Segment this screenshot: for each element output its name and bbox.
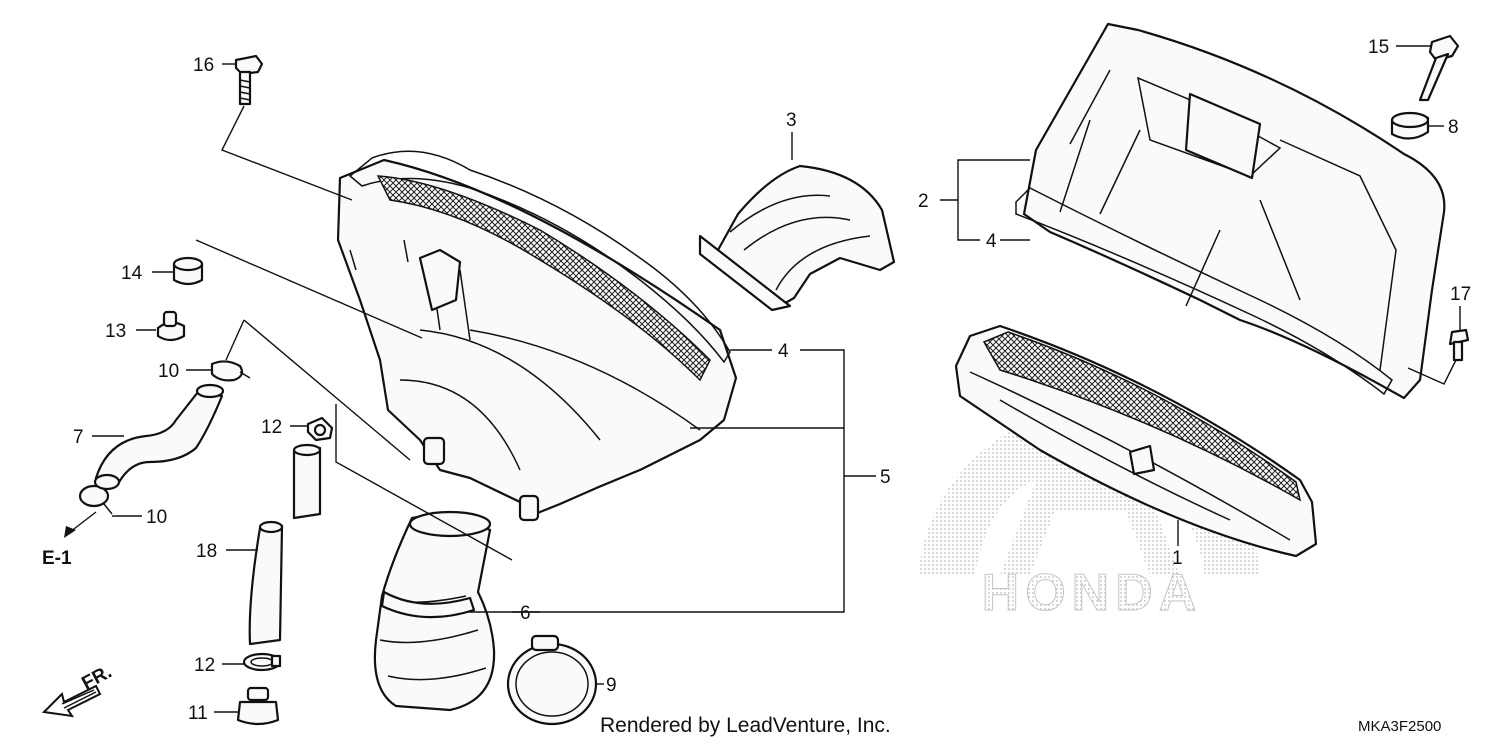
part-7-hose: [93, 383, 225, 491]
callout-5: 5: [880, 467, 891, 488]
callout-12-upper: 12: [261, 417, 282, 438]
callout-11: 11: [188, 703, 208, 724]
part-10-clip-upper: [210, 360, 251, 382]
callout-9: 9: [606, 675, 617, 696]
part-16-bolt: [234, 54, 264, 106]
part-5-lower-case: [336, 158, 738, 522]
honda-watermark-text: HONDA: [982, 564, 1203, 622]
callout-3: 3: [786, 110, 797, 131]
part-6-funnel: [373, 510, 496, 712]
callout-labels: 16 14 13 10 7 12 10 E-1 18 12 11 3 4 5 6…: [42, 37, 1471, 724]
callout-8: 8: [1448, 117, 1459, 138]
callout-12-lower: 12: [194, 655, 215, 676]
part-14-grommet: [172, 256, 204, 286]
callout-18: 18: [196, 541, 217, 562]
part-1-filter-element: [954, 324, 1318, 558]
part-13-cap: [156, 310, 186, 342]
part-12-clamp-upper: [306, 416, 334, 442]
part-15-bolt: [1418, 34, 1460, 102]
part-18-hose-upper: [292, 443, 322, 520]
callout-17: 17: [1450, 284, 1471, 305]
callout-15: 15: [1368, 37, 1389, 58]
part-8-grommet: [1390, 111, 1430, 140]
callout-4-lower: 4: [778, 341, 789, 362]
part-11-plug: [236, 686, 280, 726]
front-label: FR.: [78, 662, 115, 695]
callout-2: 2: [918, 191, 929, 212]
leader-lines: [64, 45, 1461, 713]
credit-text: Rendered by LeadVenture, Inc.: [600, 714, 891, 737]
reference-e1: E-1: [42, 548, 72, 569]
callout-10-upper: 10: [158, 361, 179, 382]
front-direction-arrow: FR.: [41, 662, 115, 718]
callout-4-upper: 4: [986, 231, 997, 252]
callout-7: 7: [73, 427, 84, 448]
callout-6: 6: [520, 603, 531, 624]
part-10-clip-lower: [78, 484, 113, 515]
part-18-hose-lower: [248, 520, 284, 646]
diagram-code: MKA3F2500: [1358, 718, 1441, 735]
callout-13: 13: [105, 321, 126, 342]
part-4-gasket-lower: [348, 150, 731, 382]
part-9-band-clamp: [506, 634, 598, 726]
callout-1: 1: [1172, 548, 1183, 569]
part-3-intake-duct: [698, 164, 896, 312]
part-2-upper-cover: [1022, 22, 1446, 400]
part-12-clamp-lower: [242, 652, 282, 672]
callout-10-lower: 10: [146, 507, 167, 528]
part-17-screw: [1448, 328, 1470, 362]
callout-14: 14: [121, 263, 143, 284]
part-4-gasket-upper: [1015, 187, 1393, 396]
callout-16: 16: [193, 55, 214, 76]
